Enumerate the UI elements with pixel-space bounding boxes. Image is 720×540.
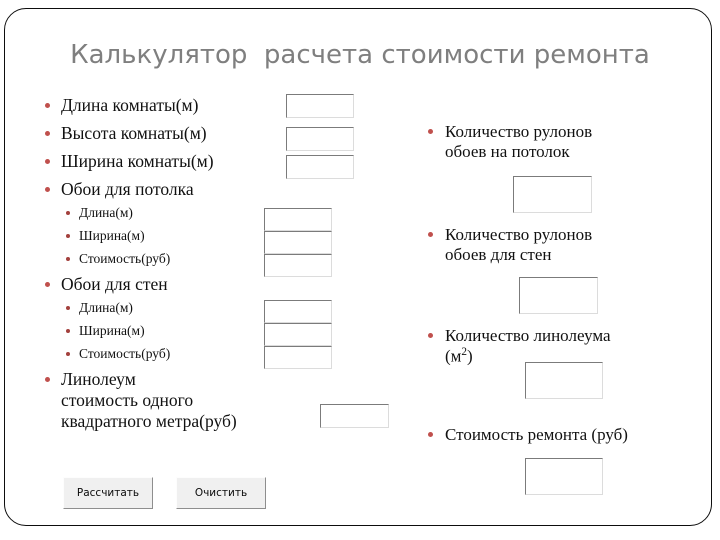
input-ceiling-width[interactable]	[264, 231, 332, 254]
result-item-label-line1: Количество линолеума	[445, 326, 611, 345]
bullet-dot-icon	[428, 232, 433, 238]
list-item-wall-width: Ширина(м)	[66, 323, 266, 339]
bullet-dot-icon	[45, 158, 50, 164]
list-item-room-length: Длина комнаты(м)	[45, 95, 285, 116]
list-item-label: Длина комнаты(м)	[61, 95, 199, 115]
output-ceiling-rolls[interactable]	[513, 176, 592, 213]
result-item-label-line1: Стоимость ремонта (руб)	[445, 425, 628, 444]
list-item-ceiling-price: Стоимость(руб)	[66, 251, 266, 267]
list-item-wall-wallpaper-group: Обои для стен	[45, 274, 295, 295]
bullet-dot-icon	[428, 333, 433, 339]
list-item-label: Длина(м)	[79, 300, 133, 315]
output-total-cost[interactable]	[525, 458, 603, 495]
result-item-label-line2: обоев на потолок	[445, 142, 570, 162]
calculate-button[interactable]: Рассчитать	[63, 477, 153, 509]
list-item-room-width: Ширина комнаты(м)	[45, 151, 285, 172]
list-item-label: Длина(м)	[79, 205, 133, 220]
bullet-dot-icon	[66, 211, 70, 216]
list-item-label: Высота комнаты(м)	[61, 123, 207, 143]
input-ceiling-price[interactable]	[264, 254, 332, 277]
list-item-label: Ширина комнаты(м)	[61, 151, 214, 171]
list-item-room-height: Высота комнаты(м)	[45, 123, 285, 144]
bullet-dot-icon	[45, 186, 50, 192]
list-item-linoleum-line3: квадратного метра(руб)	[45, 411, 325, 432]
result-item-total-cost: Стоимость ремонта (руб)	[428, 425, 698, 445]
list-item-wall-length: Длина(м)	[66, 300, 266, 316]
list-item-linoleum-group: Линолеум	[45, 369, 315, 390]
result-item-ceiling-rolls: Количество рулонов обоев на потолок	[428, 122, 658, 163]
bullet-dot-icon	[45, 281, 50, 287]
clear-button[interactable]: Очистить	[176, 477, 266, 509]
list-item-label: Ширина(м)	[79, 228, 145, 243]
bullet-dot-icon	[45, 102, 50, 108]
output-wall-rolls[interactable]	[519, 277, 598, 314]
input-wall-length[interactable]	[264, 300, 332, 323]
bullet-dot-icon	[428, 432, 433, 438]
input-room-height[interactable]	[286, 127, 354, 151]
list-item-label: Линолеум	[61, 369, 136, 389]
output-linoleum-area[interactable]	[525, 362, 603, 399]
input-linoleum-price-per-sqm[interactable]	[320, 404, 389, 428]
input-room-length[interactable]	[286, 94, 354, 118]
result-item-label-line1: Количество рулонов	[445, 122, 593, 141]
result-item-wall-rolls: Количество рулонов обоев для стен	[428, 225, 658, 266]
slide-frame-border	[4, 8, 712, 526]
list-item-label: стоимость одного	[61, 390, 194, 410]
list-item-ceiling-width: Ширина(м)	[66, 228, 266, 244]
input-ceiling-length[interactable]	[264, 208, 332, 231]
bullet-dot-icon	[66, 352, 70, 357]
input-wall-price[interactable]	[264, 346, 332, 369]
input-room-width[interactable]	[286, 155, 354, 179]
result-item-label-line2: обоев для стен	[445, 245, 552, 265]
bullet-dot-icon	[45, 376, 50, 382]
bullet-dot-icon	[428, 129, 433, 135]
list-item-label: Стоимость(руб)	[79, 251, 171, 266]
bullet-dot-icon	[66, 257, 70, 262]
list-item-linoleum-line2: стоимость одного	[45, 390, 315, 411]
result-item-label-line1: Количество рулонов	[445, 225, 593, 244]
list-item-wall-price: Стоимость(руб)	[66, 346, 266, 362]
list-item-label: Ширина(м)	[79, 323, 145, 338]
list-item-label: квадратного метра(руб)	[61, 411, 237, 431]
input-wall-width[interactable]	[264, 323, 332, 346]
list-item-ceiling-length: Длина(м)	[66, 205, 266, 221]
result-item-linoleum-area: Количество линолеума (м2)	[428, 326, 673, 367]
list-item-label: Обои для стен	[61, 274, 168, 294]
page-title: Калькулятор расчета стоимости ремонта	[70, 40, 650, 70]
bullet-dot-icon	[66, 234, 70, 239]
list-item-ceiling-wallpaper-group: Обои для потолка	[45, 179, 295, 200]
list-item-label: Обои для потолка	[61, 179, 194, 199]
bullet-dot-icon	[45, 130, 50, 136]
result-item-label-line2: (м2)	[445, 346, 473, 367]
bullet-dot-icon	[66, 306, 70, 311]
bullet-dot-icon	[66, 329, 70, 334]
list-item-label: Стоимость(руб)	[79, 346, 171, 361]
